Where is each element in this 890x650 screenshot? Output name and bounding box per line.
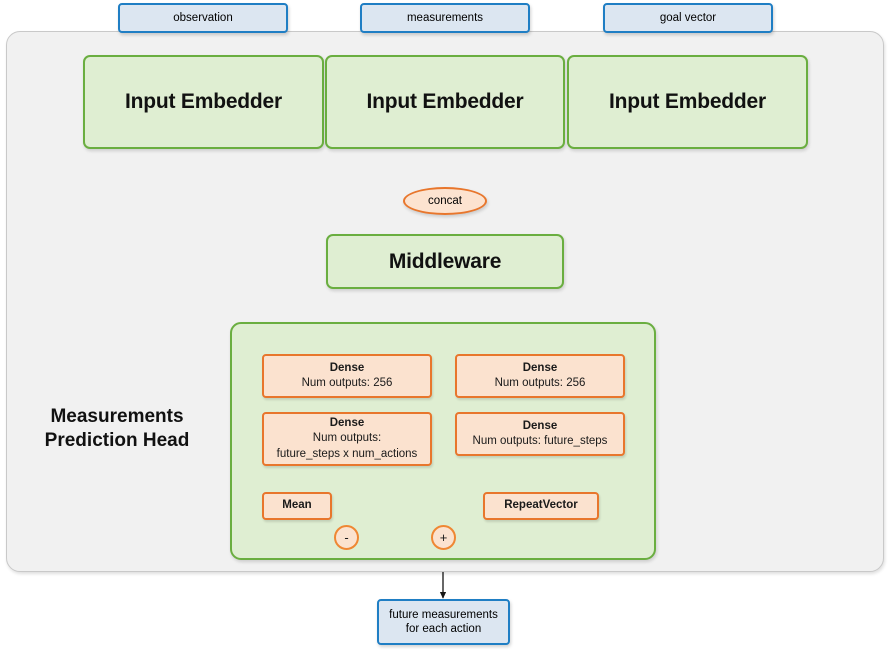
subtract-symbol: -: [344, 530, 349, 545]
left-dense-2[interactable]: Dense Num outputs: future_steps x num_ac…: [262, 412, 432, 466]
input-embedder-2-label: Input Embedder: [366, 90, 524, 113]
head-label-line-1: Measurements: [50, 406, 184, 427]
add-operator[interactable]: +: [431, 525, 456, 550]
left-dense-1-title: Dense: [329, 361, 365, 374]
left-dense-2-outputs-value: future_steps x num_actions: [276, 447, 418, 460]
right-dense-2-outputs: Num outputs: future_steps: [472, 435, 608, 447]
right-dense-2-title: Dense: [522, 419, 558, 432]
input-embedder-1-label: Input Embedder: [124, 90, 283, 113]
input-goal-vector[interactable]: goal vector: [603, 3, 773, 33]
input-goal-vector-label: goal vector: [659, 11, 717, 24]
left-dense-2-title: Dense: [329, 417, 365, 430]
measurements-prediction-head-label: Measurements Prediction Head: [14, 405, 220, 453]
mean-op[interactable]: Mean: [262, 492, 332, 520]
head-label-line-2: Prediction Head: [44, 429, 190, 451]
input-embedder-1[interactable]: Input Embedder: [83, 55, 324, 149]
input-embedder-2[interactable]: Input Embedder: [325, 55, 565, 149]
left-dense-2-outputs-label: Num outputs:: [312, 432, 382, 445]
input-measurements[interactable]: measurements: [360, 3, 530, 33]
left-dense-1-outputs: Num outputs: 256: [301, 377, 393, 389]
output-future-measurements[interactable]: future measurements for each action: [377, 599, 510, 645]
input-embedder-3-label: Input Embedder: [608, 90, 767, 113]
concat-label: concat: [428, 195, 462, 207]
middleware-block[interactable]: Middleware: [326, 234, 564, 289]
right-dense-1-title: Dense: [522, 361, 558, 374]
output-line-1: future measurements: [389, 608, 498, 621]
concat-node[interactable]: concat: [403, 187, 487, 215]
input-embedder-3[interactable]: Input Embedder: [567, 55, 808, 149]
middleware-label: Middleware: [388, 249, 502, 273]
input-observation-label: observation: [173, 11, 233, 24]
input-measurements-label: measurements: [406, 11, 484, 24]
repeat-vector-label: RepeatVector: [504, 499, 578, 512]
mean-label: Mean: [282, 499, 312, 512]
subtract-operator[interactable]: -: [334, 525, 359, 550]
output-line-2: for each action: [405, 623, 482, 635]
input-observation[interactable]: observation: [118, 3, 288, 33]
repeat-vector-op[interactable]: RepeatVector: [483, 492, 599, 520]
right-dense-1-outputs: Num outputs: 256: [494, 377, 586, 389]
right-dense-2[interactable]: Dense Num outputs: future_steps: [455, 412, 625, 456]
left-dense-1[interactable]: Dense Num outputs: 256: [262, 354, 432, 398]
add-symbol: +: [439, 530, 448, 545]
right-dense-1[interactable]: Dense Num outputs: 256: [455, 354, 625, 398]
